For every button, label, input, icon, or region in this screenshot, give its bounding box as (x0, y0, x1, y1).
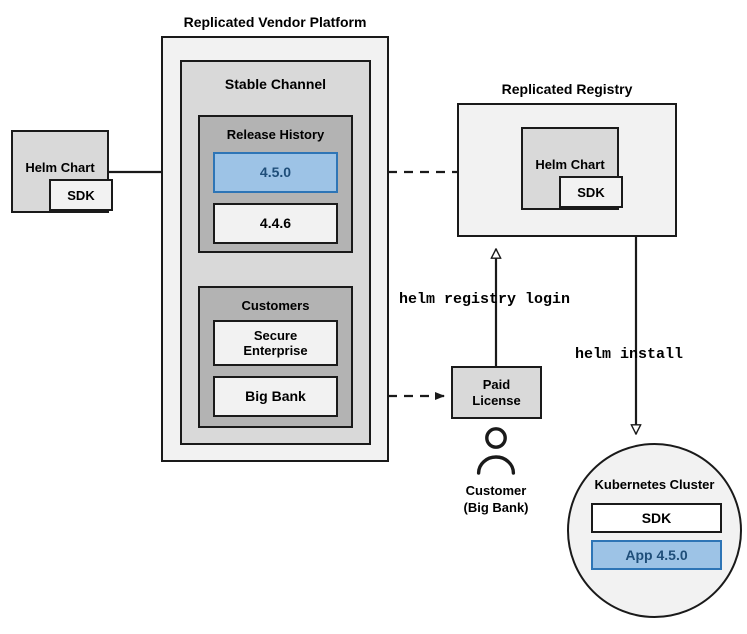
person-icon (476, 427, 516, 475)
customer-name-label: Big Bank (245, 388, 306, 405)
command-helm-registry-login: helm registry login (399, 291, 571, 308)
sdk-label: SDK (577, 184, 605, 200)
customers-title: Customers (241, 298, 310, 313)
cluster-row-app: App 4.5.0 (591, 540, 722, 570)
release-history-title: Release History (226, 127, 325, 142)
source-helm-chart: Helm Chart SDK (11, 130, 113, 213)
registry-title: Replicated Registry (501, 81, 633, 97)
release-item-previous[interactable]: 4.4.6 (213, 203, 338, 244)
sdk-label: SDK (67, 187, 95, 203)
release-version-label: 4.5.0 (259, 164, 292, 181)
source-helm-chart-label: Helm Chart (25, 160, 95, 175)
stable-channel-title: Stable Channel (224, 76, 327, 92)
source-helm-chart-sdk: SDK (49, 179, 113, 211)
cluster-app-label: App 4.5.0 (625, 547, 688, 563)
vendor-platform-title: Replicated Vendor Platform (183, 14, 367, 30)
command-helm-install: helm install (575, 346, 684, 363)
registry-helm-chart-label: Helm Chart (535, 157, 605, 172)
kubernetes-cluster: Kubernetes Cluster SDK App 4.5.0 (567, 443, 742, 618)
kubernetes-cluster-title: Kubernetes Cluster (594, 477, 715, 492)
cluster-row-sdk: SDK (591, 503, 722, 533)
registry-helm-chart-sdk: SDK (559, 176, 623, 208)
release-version-label: 4.4.6 (259, 215, 292, 232)
registry-helm-chart: Helm Chart SDK (521, 127, 623, 210)
cluster-sdk-label: SDK (641, 510, 672, 526)
customer-caption: Customer(Big Bank) (463, 483, 529, 515)
customer-item-big-bank[interactable]: Big Bank (213, 376, 338, 417)
release-item-current[interactable]: 4.5.0 (213, 152, 338, 193)
